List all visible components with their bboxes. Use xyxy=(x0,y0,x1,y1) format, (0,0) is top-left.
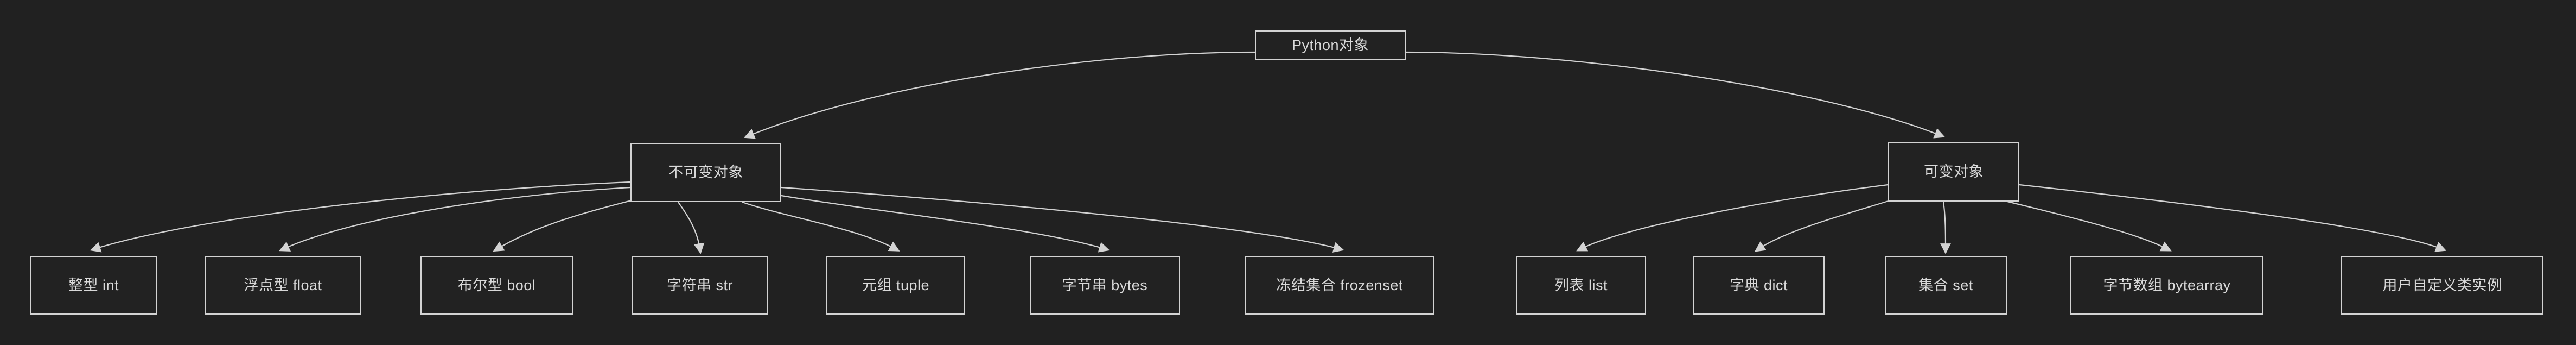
root-node-root-label: Python对象 xyxy=(1291,36,1369,53)
edge-mutable-to-list xyxy=(1576,184,1889,252)
branch-node-immutable[interactable]: 不可变对象 xyxy=(630,143,781,202)
branch-node-mutable[interactable]: 可变对象 xyxy=(1888,142,2019,202)
edge-immutable-to-float xyxy=(278,186,631,252)
leaf-node-bytearray[interactable]: 字节数组 bytearray xyxy=(2070,256,2263,315)
edge-mutable-to-set xyxy=(1940,201,1951,254)
branch-node-mutable-label: 可变对象 xyxy=(1924,164,1984,180)
leaf-node-bytes[interactable]: 字节串 bytes xyxy=(1030,256,1180,315)
leaf-node-set-label: 集合 set xyxy=(1918,277,1973,293)
edge-paths xyxy=(90,51,2447,254)
leaf-node-float-label: 浮点型 float xyxy=(244,277,322,293)
edge-immutable-to-bool xyxy=(493,199,634,252)
edge-immutable-to-int xyxy=(90,181,631,253)
edge-mutable-to-dict xyxy=(1754,199,1892,252)
edge-immutable-to-str xyxy=(678,202,705,254)
leaf-node-userclass[interactable]: 用户自定义类实例 xyxy=(2341,256,2543,315)
edge-root-to-immutable xyxy=(743,51,1255,139)
leaf-node-tuple[interactable]: 元组 tuple xyxy=(826,256,965,315)
leaf-node-frozenset[interactable]: 冻结集合 frozenset xyxy=(1245,256,1434,315)
leaf-node-str[interactable]: 字符串 str xyxy=(632,256,768,315)
edge-immutable-to-frozenset xyxy=(781,186,1344,253)
leaf-node-list[interactable]: 列表 list xyxy=(1516,256,1646,315)
leaf-node-str-label: 字符串 str xyxy=(667,277,733,293)
edge-mutable-to-userclass xyxy=(2019,184,2447,252)
root-node-root[interactable]: Python对象 xyxy=(1255,30,1406,60)
edge-immutable-to-tuple xyxy=(742,201,900,252)
leaf-node-int[interactable]: 整型 int xyxy=(30,256,157,315)
leaf-node-list-label: 列表 list xyxy=(1554,277,1608,293)
leaf-node-float[interactable]: 浮点型 float xyxy=(205,256,361,315)
leaf-node-userclass-label: 用户自定义类实例 xyxy=(2382,277,2502,293)
edge-mutable-to-bytearray xyxy=(2007,200,2172,252)
edge-root-to-mutable xyxy=(1405,51,1946,139)
leaf-node-bytearray-label: 字节数组 bytearray xyxy=(2103,277,2231,293)
leaf-node-dict-label: 字典 dict xyxy=(1729,277,1788,293)
leaf-node-bool-label: 布尔型 bool xyxy=(457,277,536,293)
leaf-node-tuple-label: 元组 tuple xyxy=(862,277,930,293)
leaf-node-set[interactable]: 集合 set xyxy=(1885,256,2007,315)
leaf-node-bytes-label: 字节串 bytes xyxy=(1062,277,1148,293)
edge-immutable-to-bytes xyxy=(781,195,1110,253)
leaf-node-dict[interactable]: 字典 dict xyxy=(1693,256,1825,315)
branch-node-immutable-label: 不可变对象 xyxy=(668,164,743,180)
leaf-node-frozenset-label: 冻结集合 frozenset xyxy=(1276,277,1403,293)
leaf-node-int-label: 整型 int xyxy=(68,277,119,293)
leaf-node-bool[interactable]: 布尔型 bool xyxy=(420,256,573,315)
